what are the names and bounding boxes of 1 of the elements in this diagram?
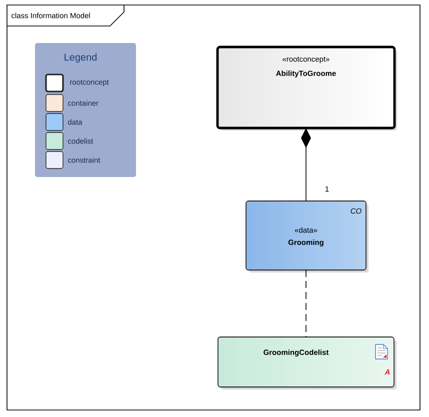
legend-title: Legend (64, 53, 97, 63)
